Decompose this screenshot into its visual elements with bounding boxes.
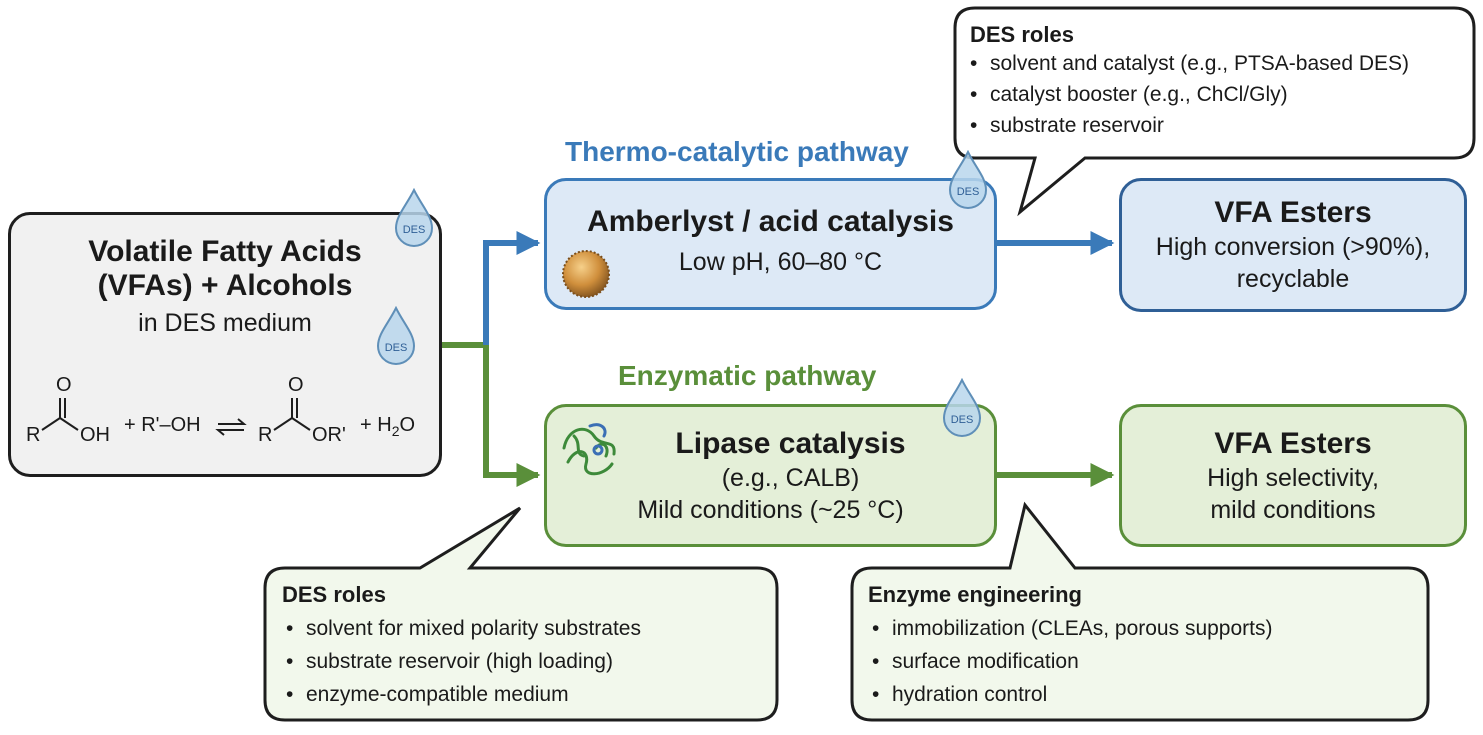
reaction-oh-left: OH [80, 424, 110, 446]
callout-bottom-right-item: hydration control [872, 678, 1418, 711]
enzymatic-product-box: VFA Esters High selectivity, mild condit… [1119, 404, 1467, 547]
water-drop-icon: DES [394, 188, 434, 247]
water-drop-icon: DES [376, 306, 416, 365]
drop-label: DES [385, 342, 408, 354]
reaction-r-right: R [258, 424, 273, 446]
callout-top-item: catalyst booster (e.g., ChCl/Gly) [970, 79, 1460, 110]
callout-top-item: substrate reservoir [970, 110, 1460, 141]
enzymatic-example: (e.g., CALB) [721, 463, 860, 492]
callout-bottom-left-title: DES roles [282, 582, 386, 607]
reaction-or-right: OR' [312, 424, 346, 446]
callout-bottom-left-item: solvent for mixed polarity substrates [286, 612, 762, 645]
drop-label: DES [403, 224, 426, 236]
thermo-title: Amberlyst / acid catalysis [587, 205, 954, 238]
callout-bottom-right-title: Enzyme engineering [868, 582, 1082, 607]
reaction-o-left: O [56, 374, 72, 396]
callout-bottom-right-item: immobilization (CLEAs, porous supports) [872, 612, 1418, 645]
enzymatic-arrow [483, 345, 541, 487]
callout-bottom-left-list: solvent for mixed polarity substrates su… [282, 612, 762, 711]
enzymatic-pathway-label: Enzymatic pathway [618, 360, 877, 391]
reaction-plus-alcohol: + R'–OH [124, 414, 201, 436]
thermo-conditions: Low pH, 60–80 °C [678, 248, 883, 276]
enzymatic-title: Lipase catalysis [675, 426, 906, 460]
thermo-product-box: VFA Esters High conversion (>90%), recyc… [1119, 178, 1467, 312]
enzymatic-product-line2: mild conditions [1210, 495, 1376, 524]
callout-top-item: solvent and catalyst (e.g., PTSA-based D… [970, 48, 1460, 79]
callout-top-list: solvent and catalyst (e.g., PTSA-based D… [970, 48, 1460, 141]
thermo-box: Amberlyst / acid catalysis Low pH, 60–80… [544, 178, 997, 310]
reaction-plus-water: + H2O [360, 414, 416, 439]
callout-top-title: DES roles [970, 22, 1074, 47]
enzymatic-box: Lipase catalysis (e.g., CALB) Mild condi… [544, 404, 997, 547]
callout-bottom-left-item: substrate reservoir (high loading) [286, 645, 762, 678]
enzymatic-product-title: VFA Esters [1214, 426, 1372, 460]
thermo-arrow [483, 231, 541, 345]
drop-label: DES [957, 186, 980, 198]
source-title-line2: (VFAs) + Alcohols [97, 269, 353, 302]
reaction-o-right: O [288, 374, 304, 396]
thermo-product-title: VFA Esters [1214, 196, 1372, 229]
drop-label: DES [951, 414, 974, 426]
thermo-product-line2: recyclable [1236, 265, 1350, 293]
water-drop-icon: DES [948, 150, 988, 209]
callout-bottom-left: DES roles solvent for mixed polarity sub… [282, 580, 762, 711]
reaction-r-left: R [26, 424, 41, 446]
enzymatic-product-line1: High selectivity, [1207, 463, 1379, 492]
callout-bottom-right-item: surface modification [872, 645, 1418, 678]
source-title-line1: Volatile Fatty Acids [88, 235, 362, 268]
catalyst-bead-icon [562, 250, 610, 298]
thermo-product-line1: High conversion (>90%), [1155, 233, 1431, 261]
callout-bottom-right: Enzyme engineering immobilization (CLEAs… [868, 580, 1418, 711]
callout-bottom-right-list: immobilization (CLEAs, porous supports) … [868, 612, 1418, 711]
source-subtitle: in DES medium [138, 309, 312, 337]
callout-bottom-left-item: enzyme-compatible medium [286, 678, 762, 711]
enzyme-protein-icon [562, 423, 616, 476]
water-drop-icon: DES [942, 378, 982, 437]
thermo-pathway-label: Thermo-catalytic pathway [565, 136, 909, 167]
enzymatic-conditions: Mild conditions (~25 °C) [637, 495, 904, 524]
callout-top: DES roles solvent and catalyst (e.g., PT… [970, 20, 1460, 141]
